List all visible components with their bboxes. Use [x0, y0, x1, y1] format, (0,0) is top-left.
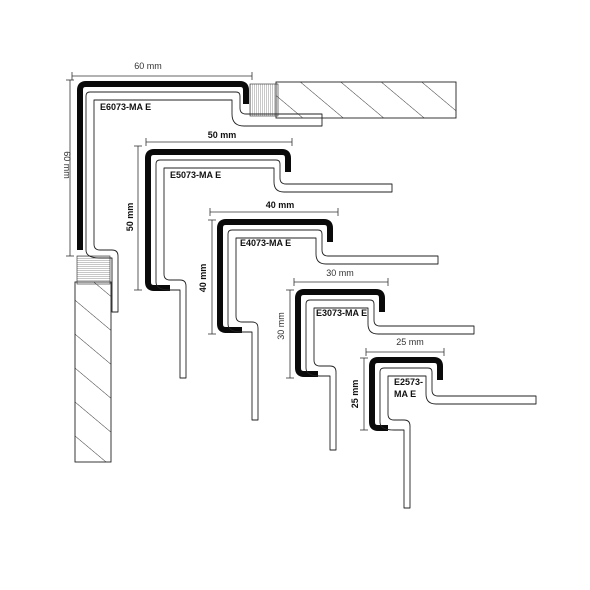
profile-e2573: 25 mm 25 mm E2573- MA E [350, 337, 537, 509]
dim-label-height: 30 mm [276, 312, 286, 340]
profile-code: E5073-MA E [170, 170, 221, 180]
dim-label-width: 25 mm [396, 337, 424, 347]
dim-label-width: 50 mm [208, 130, 237, 140]
cap-outline [295, 289, 385, 377]
profile-body [155, 159, 393, 379]
profile-e5073: 50 mm 50 mm E5073-MA E [125, 130, 393, 379]
cap-outline [77, 81, 249, 250]
profile-code: E6073-MA E [100, 102, 151, 112]
profile-code-line1: E2573- [394, 377, 423, 387]
dim-label-width: 40 mm [266, 200, 295, 210]
profile-e6073: 60 mm 60 mm E6073-MA E [62, 61, 457, 463]
dim-label-height: 60 mm [62, 151, 72, 179]
dim-label-height: 40 mm [198, 264, 208, 293]
tile-horizontal [275, 81, 457, 119]
tile-vertical [74, 281, 112, 463]
profile-body [85, 91, 323, 313]
dim-label-height: 25 mm [350, 380, 360, 409]
dim-label-width: 30 mm [326, 268, 354, 278]
profile-code: E3073-MA E [316, 308, 367, 318]
dim-label-width: 60 mm [134, 61, 162, 71]
adhesive-horizontal [249, 83, 279, 117]
cap-outline [369, 357, 443, 431]
profile-code-line2: MA E [394, 389, 416, 399]
profile-code: E4073-MA E [240, 238, 291, 248]
profile-body [227, 229, 439, 421]
adhesive-vertical [76, 255, 111, 285]
cap-outline [217, 219, 333, 333]
dim-label-height: 50 mm [125, 203, 135, 232]
profile-body [379, 367, 537, 509]
profile-body [305, 299, 475, 451]
profile-e3073: 30 mm 30 mm E3073-MA E [276, 268, 475, 451]
cap-outline [145, 149, 291, 291]
profile-e4073: 40 mm 40 mm E4073-MA E [198, 200, 439, 421]
